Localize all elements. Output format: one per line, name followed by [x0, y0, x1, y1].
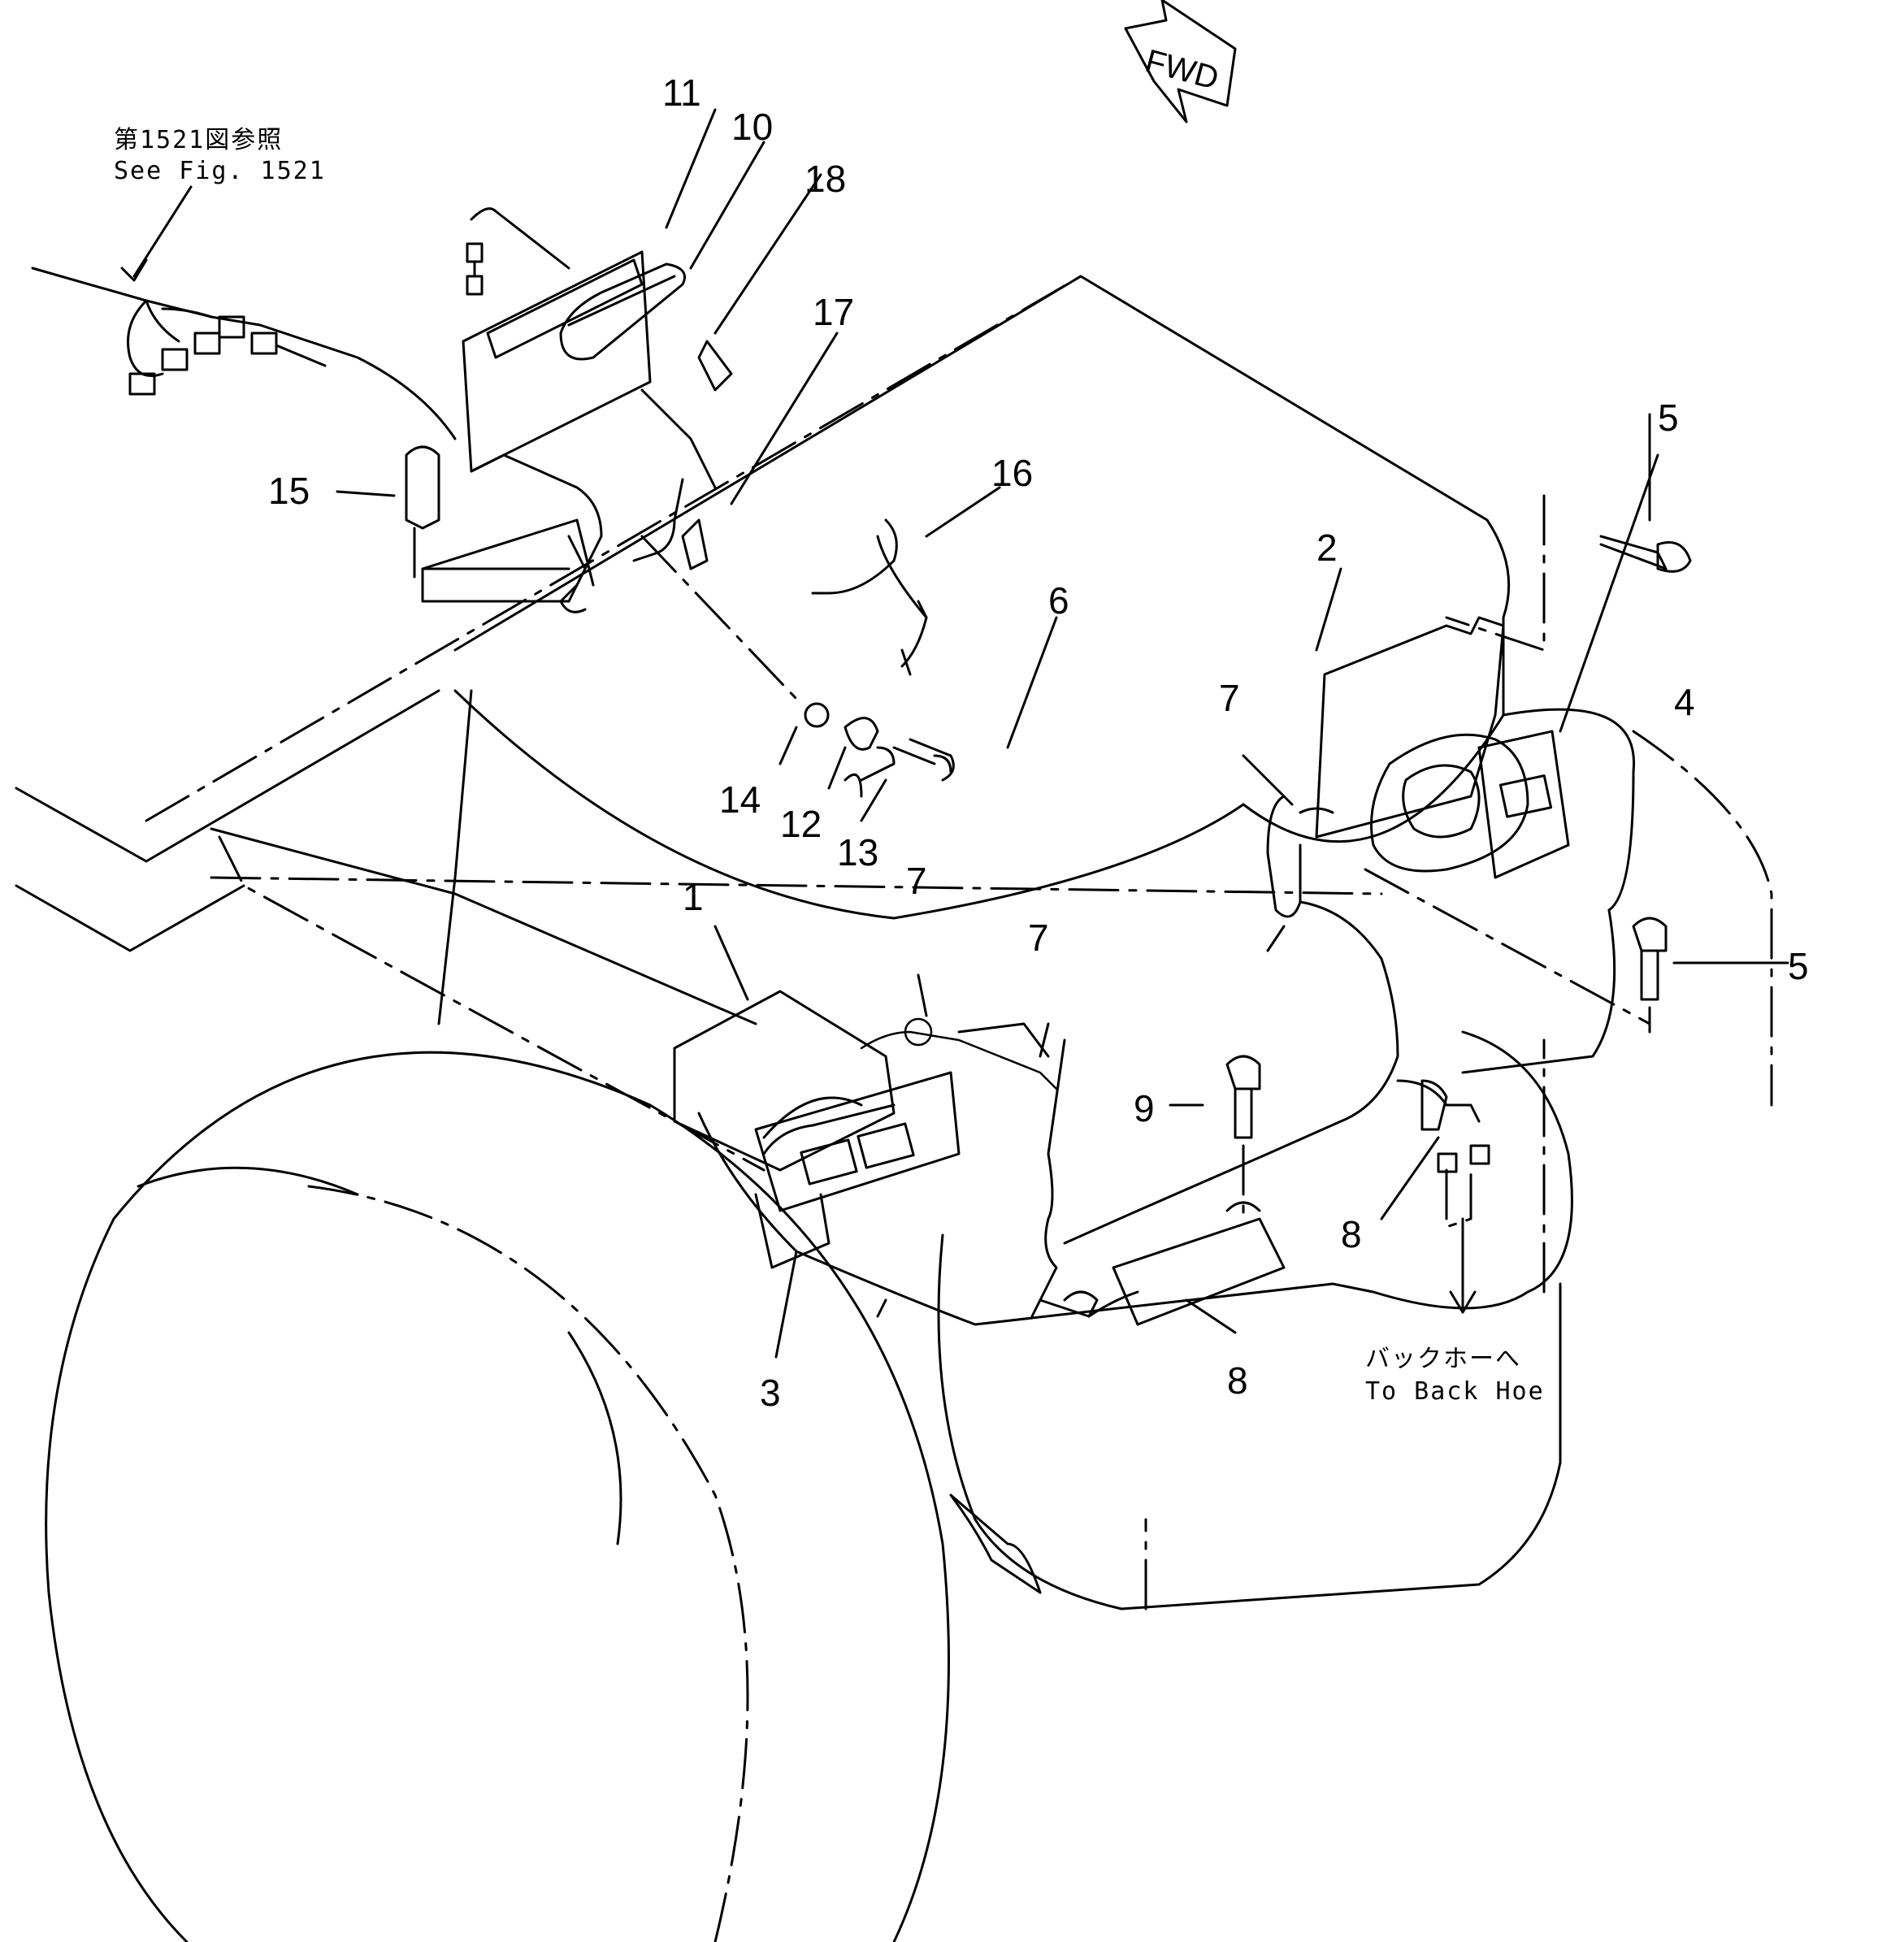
callout-7-right: 7	[1219, 677, 1240, 719]
leader-lines	[336, 108, 1789, 1359]
to-back-hoe-en-text: To Back Hoe	[1365, 1377, 1545, 1406]
bolt-5-lower	[1632, 917, 1668, 1034]
fwd-label: FWD	[1142, 43, 1222, 97]
bolt-5-upper	[1445, 494, 1692, 652]
beacon-lamp-assembly	[462, 207, 733, 613]
callout-9: 9	[1134, 1087, 1155, 1129]
callout-5-lower: 5	[1788, 945, 1809, 987]
upper-left-harness	[31, 267, 457, 440]
callout-7-left: 7	[906, 860, 927, 902]
callout-numbers: 11 10 18 17 15 16 6 2 5 7 4 5 14 12 13 1…	[268, 72, 1809, 1414]
callout-1: 1	[683, 876, 704, 918]
callout-14: 14	[719, 778, 761, 821]
bolt-9-and-clamp-8	[1063, 1055, 1490, 1326]
callout-6: 6	[1048, 579, 1069, 622]
wheel	[45, 1051, 950, 1942]
front-lamp-assembly-right	[1266, 616, 1651, 1025]
note-to-back-hoe: バックホーへ To Back Hoe	[1365, 1217, 1545, 1406]
callout-2: 2	[1316, 527, 1338, 569]
see-fig-jp-text: 第1521図参照	[114, 126, 283, 154]
callout-7-middle: 7	[1028, 917, 1049, 959]
callout-4: 4	[1674, 681, 1695, 723]
callout-11: 11	[662, 72, 701, 114]
callout-13: 13	[837, 831, 878, 873]
callout-12: 12	[780, 803, 822, 845]
fwd-arrow: FWD	[1124, 0, 1237, 124]
callout-18: 18	[805, 158, 846, 200]
see-fig-en-text: See Fig. 1521	[114, 157, 326, 185]
callout-5-upper: 5	[1658, 397, 1679, 439]
callout-15: 15	[268, 470, 310, 512]
to-back-hoe-jp-text: バックホーへ	[1365, 1345, 1521, 1373]
callout-8-right: 8	[1341, 1213, 1362, 1255]
mount-plate-bolts	[405, 445, 955, 798]
callout-3: 3	[760, 1372, 781, 1414]
callout-16: 16	[991, 452, 1033, 494]
front-lamp-assembly-left	[673, 990, 1058, 1269]
callout-10: 10	[731, 106, 773, 148]
wiring-harness	[957, 900, 1448, 1318]
callout-8-lower: 8	[1227, 1359, 1248, 1402]
callout-17: 17	[813, 291, 854, 333]
note-see-fig: 第1521図参照 See Fig. 1521	[114, 126, 326, 282]
